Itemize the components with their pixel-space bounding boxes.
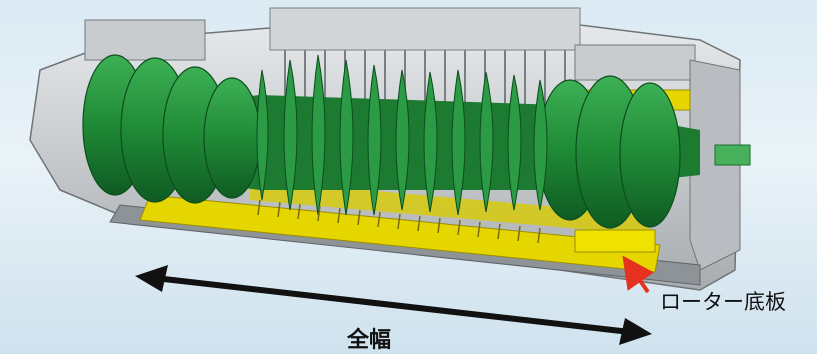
rotor-bottom-plate-label: ローター底板	[660, 290, 786, 314]
overall-width-label: 全幅	[347, 328, 392, 353]
double-headed-arrow-icon	[135, 265, 652, 345]
rotor-threshing-blades	[256, 54, 548, 216]
red-arrow-icon	[622, 255, 654, 294]
rotor-teeth	[257, 199, 541, 244]
rotor-auger-flights	[82, 54, 681, 229]
